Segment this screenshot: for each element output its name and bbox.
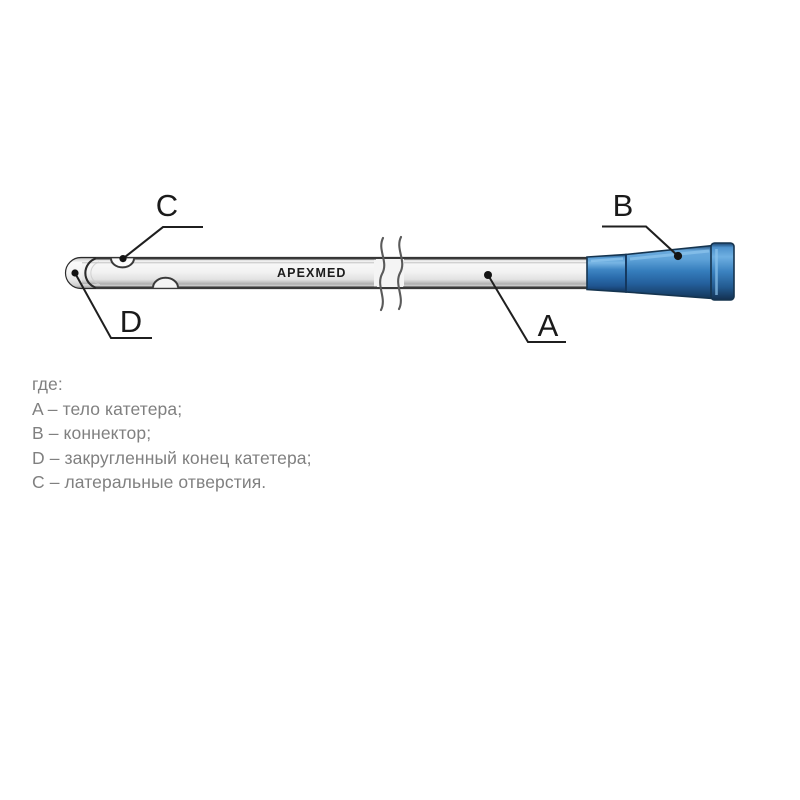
break-mark-2 bbox=[397, 235, 404, 311]
callout-D-dot bbox=[71, 269, 79, 277]
callout-A-leader bbox=[487, 274, 566, 343]
rounded-tip bbox=[84, 257, 100, 289]
lateral-hole-bottom bbox=[152, 276, 179, 288]
callout-A-dot bbox=[484, 271, 492, 279]
connector-cone bbox=[625, 244, 714, 300]
callout-B-leader bbox=[602, 225, 679, 257]
legend-item-c: C – латеральные отверстия. bbox=[32, 472, 267, 492]
callout-C: C bbox=[119, 188, 203, 263]
connector-cone-highlight bbox=[629, 249, 710, 261]
connector-barrel-highlight bbox=[590, 257, 624, 263]
legend: где: A – тело катетера; B – коннектор; D… bbox=[32, 372, 552, 495]
catheter-tube-highlight bbox=[82, 262, 588, 284]
callout-B-dot bbox=[673, 251, 683, 261]
callout-C-dot bbox=[119, 255, 127, 263]
connector bbox=[586, 242, 735, 301]
rounded-tip-inner-arc bbox=[90, 261, 100, 285]
callout-D-label: D bbox=[120, 304, 142, 339]
callout-D-leader bbox=[74, 272, 152, 339]
legend-item-a: A – тело катетера; bbox=[32, 398, 183, 419]
callout-B-label: B bbox=[613, 188, 634, 223]
callout-A: A bbox=[484, 271, 566, 343]
break-mark-1 bbox=[379, 236, 386, 312]
legend-item-d: D – закругленный конец катетера; bbox=[32, 447, 312, 468]
lateral-holes bbox=[110, 258, 179, 288]
callout-C-leader bbox=[122, 225, 203, 260]
callout-A-label: A bbox=[538, 308, 559, 343]
brand-label: APEXMED bbox=[277, 266, 347, 280]
connector-flange bbox=[710, 242, 735, 301]
callout-D: D bbox=[71, 269, 152, 339]
rounded-tip-arc bbox=[84, 257, 97, 289]
lateral-hole-top bbox=[110, 258, 135, 269]
break-marks bbox=[355, 235, 425, 312]
legend-item-b: B – коннектор; bbox=[32, 423, 152, 443]
legend-heading: где: bbox=[32, 374, 63, 394]
callout-C-label: C bbox=[156, 188, 178, 223]
callout-B: B bbox=[602, 188, 683, 261]
